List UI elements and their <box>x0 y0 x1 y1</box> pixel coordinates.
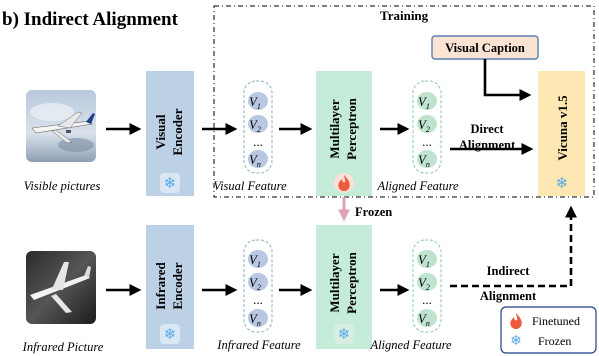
infrared-picture <box>26 251 96 324</box>
svg-text:❄: ❄ <box>164 325 177 343</box>
direct-alignment-label-1: Direct <box>470 122 504 136</box>
aligned-token-ellipsis: ... <box>422 134 432 149</box>
mlp-bottom-block: Multilayer Perceptron ❄ <box>316 225 372 349</box>
arrow-indirect-alignment <box>450 205 577 288</box>
svg-text:❄: ❄ <box>164 174 177 192</box>
svg-text:❄: ❄ <box>556 174 569 192</box>
aligned-token-v2: V2 <box>418 118 430 134</box>
ir-token-ellipsis: ... <box>253 292 263 307</box>
infrared-encoder-label-2: Encoder <box>170 262 185 309</box>
aligned-bottom-token-ellipsis: ... <box>422 292 432 307</box>
visual-encoder-label-1: Visual <box>153 114 168 149</box>
mlp-top-label-1: Multilayer <box>327 99 342 158</box>
ir-token-v2: V2 <box>249 276 261 292</box>
fire-icon <box>334 173 354 193</box>
training-label: Training <box>380 8 429 23</box>
mlp-top-label-2: Perceptron <box>344 97 359 159</box>
visual-encoder-label-2: Encoder <box>170 108 185 155</box>
snowflake-icon: ❄ <box>556 174 569 192</box>
token-v1: V1 <box>249 95 261 111</box>
mlp-bottom-label-1: Multilayer <box>327 253 342 312</box>
snowflake-icon: ❄ <box>160 173 180 193</box>
visual-caption-label: Visual Caption <box>445 41 525 55</box>
legend: Finetuned ❄ Frozen <box>500 306 597 354</box>
svg-text:❄: ❄ <box>338 325 351 343</box>
indirect-alignment-label-2: Alignment <box>480 289 537 303</box>
token-vn: Vn <box>249 153 261 169</box>
legend-frozen: Frozen <box>538 334 571 348</box>
aligned-token-vn: Vn <box>418 153 430 169</box>
aligned-bottom-token-v2: V2 <box>418 276 430 292</box>
aligned-feature-tokens-top: V1 V2 ... Vn <box>412 80 442 174</box>
legend-finetuned: Finetuned <box>532 314 580 328</box>
ir-token-v1: V1 <box>249 253 261 269</box>
arrow-caption-to-vicuna <box>483 59 532 101</box>
visible-picture <box>26 90 96 162</box>
vicuna-block: Vicuna v1.5 ❄ <box>538 71 585 196</box>
infrared-feature-tokens: V1 V2 ... Vn <box>243 239 273 333</box>
snowflake-icon: ❄ <box>334 324 354 344</box>
vicuna-label: Vicuna v1.5 <box>555 95 570 161</box>
figure-title: b) Indirect Alignment <box>2 9 179 30</box>
mlp-top-block: Multilayer Perceptron <box>316 71 372 196</box>
direct-alignment-label-2: Alignment <box>459 138 516 152</box>
caption-aligned-feature-bottom: Aligned Feature <box>369 338 452 352</box>
training-region <box>213 5 595 198</box>
caption-visible-pictures: Visible pictures <box>24 179 101 193</box>
infrared-encoder-block: Infrared Encoder ❄ <box>146 225 194 349</box>
caption-visual-feature: Visual Feature <box>213 179 287 193</box>
token-ellipsis: ... <box>253 134 263 149</box>
caption-infrared-picture: Infrared Picture <box>22 340 104 354</box>
frozen-arrow-label: Frozen <box>355 205 392 219</box>
token-v2: V2 <box>249 118 261 134</box>
visual-encoder-block: Visual Encoder ❄ <box>146 71 194 196</box>
mlp-bottom-label-2: Perceptron <box>344 251 359 313</box>
fire-icon <box>510 313 522 329</box>
caption-infrared-feature: Infrared Feature <box>216 338 301 352</box>
indirect-alignment-label-1: Indirect <box>487 264 531 278</box>
infrared-encoder-label-1: Infrared <box>153 262 168 310</box>
aligned-token-v1: V1 <box>418 95 430 111</box>
snowflake-icon: ❄ <box>160 324 180 344</box>
caption-aligned-feature-top: Aligned Feature <box>376 179 459 193</box>
aligned-bottom-token-vn: Vn <box>418 312 430 328</box>
aligned-feature-tokens-bottom: V1 V2 ... Vn <box>412 239 442 333</box>
visual-feature-tokens: V1 V2 ... Vn <box>243 80 273 174</box>
aligned-bottom-token-v1: V1 <box>418 253 430 269</box>
ir-token-vn: Vn <box>249 312 261 328</box>
snowflake-icon: ❄ <box>510 333 522 349</box>
